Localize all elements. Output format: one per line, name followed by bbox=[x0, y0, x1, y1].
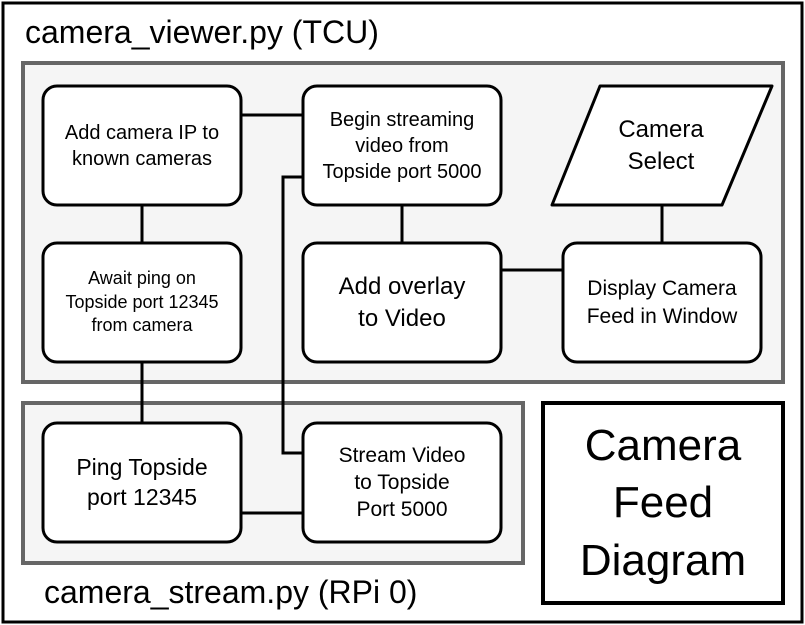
node-camera-select-box bbox=[550, 84, 774, 207]
node-display-feed-box bbox=[561, 241, 763, 364]
legend-title: Camera Feed Diagram bbox=[579, 421, 747, 585]
edge-stream-begin bbox=[281, 175, 303, 455]
node-add-camera-ip-label: Add camera IP to known cameras bbox=[64, 121, 220, 170]
node-begin-streaming-box bbox=[301, 84, 503, 207]
node-begin-streaming-label: Begin streaming video from Topside port … bbox=[322, 108, 482, 183]
node-camera-select-label: Camera Select bbox=[618, 116, 704, 175]
legend-box bbox=[541, 401, 785, 605]
stream-group-title: camera_stream.py (RPi 0) bbox=[44, 574, 418, 610]
node-add-overlay-box bbox=[301, 241, 503, 364]
node-stream-video-box bbox=[301, 421, 503, 544]
node-ping-topside-label: Ping Topside port 12345 bbox=[76, 453, 208, 510]
node-display-feed-label: Display Camera Feed in Window bbox=[586, 277, 738, 328]
viewer-group-title: camera_viewer.py (TCU) bbox=[25, 14, 379, 50]
node-add-camera-ip-box bbox=[41, 84, 243, 207]
node-ping-topside-box bbox=[41, 421, 243, 544]
node-stream-video-label: Stream Video to Topside Port 5000 bbox=[338, 443, 466, 522]
node-await-ping-box bbox=[41, 241, 243, 364]
node-await-ping-label: Await ping on Topside port 12345 from ca… bbox=[65, 268, 219, 336]
node-add-overlay-label: Add overlay to Video bbox=[338, 273, 466, 332]
